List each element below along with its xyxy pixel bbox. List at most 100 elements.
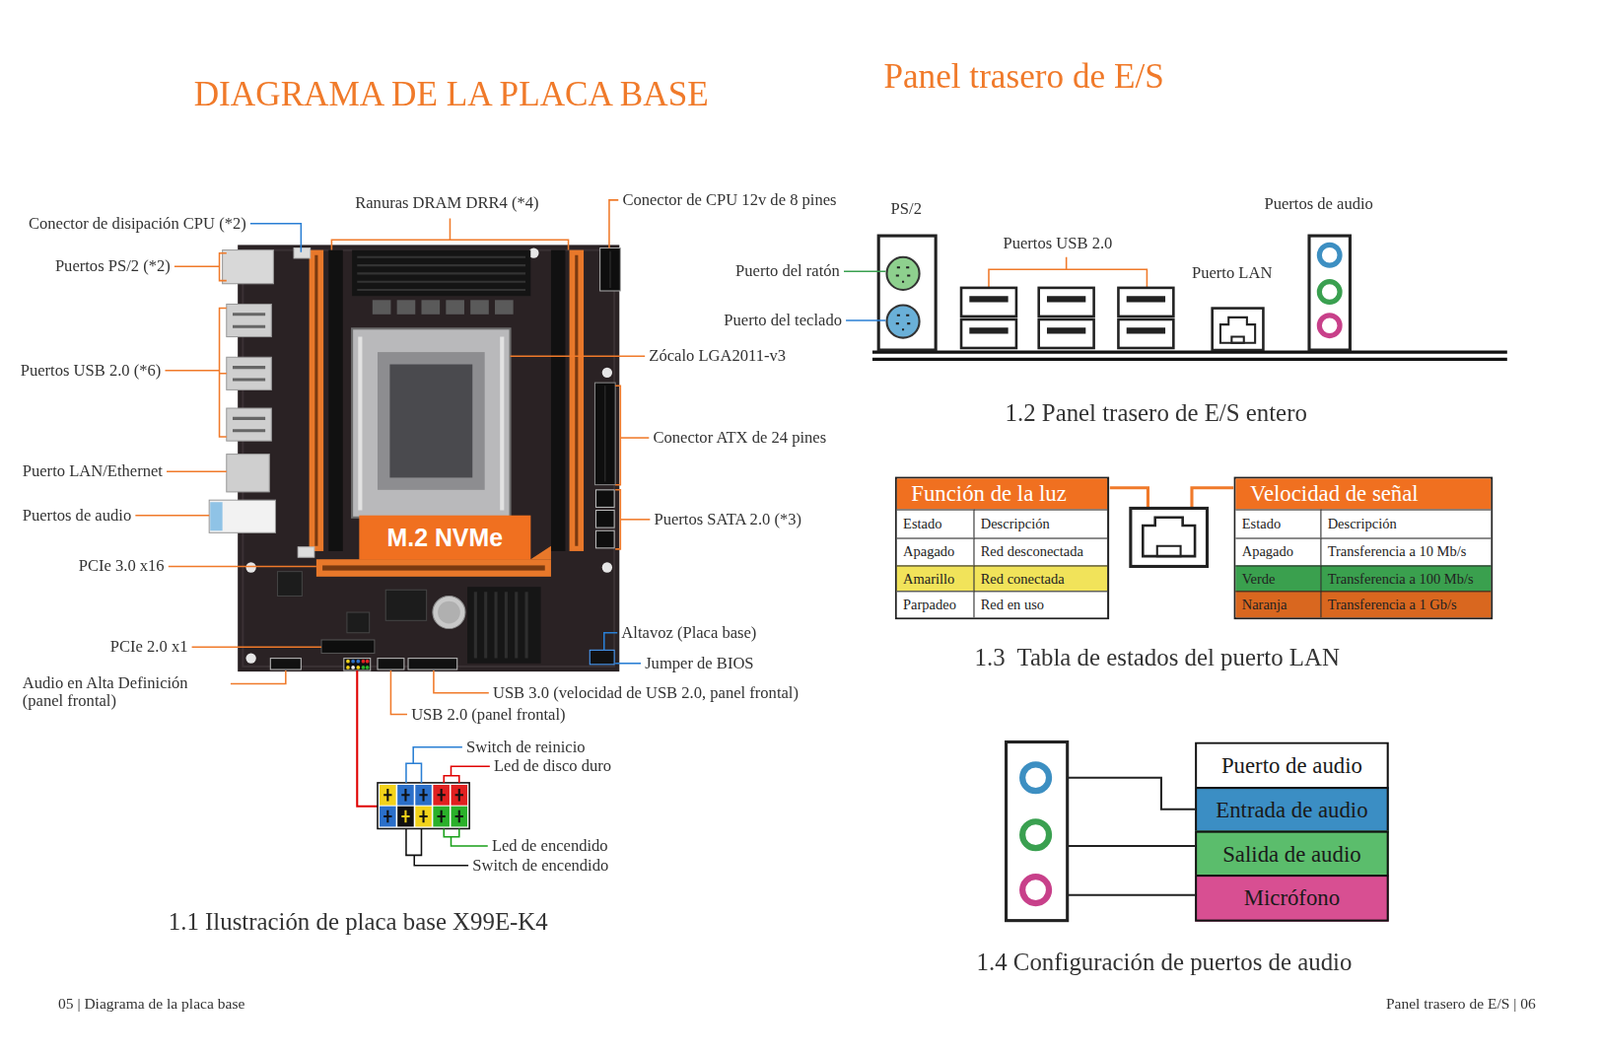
back-io-connector [226, 454, 270, 492]
chip [278, 571, 427, 633]
callout-label: Ranuras DRAM DRR4 (*4) [354, 193, 539, 212]
sata-port [595, 489, 615, 508]
leader-line [413, 747, 463, 765]
page-footer: 05 | Diagrama de la placa base [58, 995, 245, 1014]
mounting-hole [245, 248, 613, 664]
callout-label: Switch de encendido [472, 855, 609, 875]
front-panel-pins [361, 665, 366, 670]
motherboard-board [237, 244, 620, 672]
m2-slot-label: M.2 NVMe [358, 515, 531, 560]
callout-label: Jumper de BIOS [644, 653, 754, 673]
callout-label: Audio en Alta Definición (panel frontal) [22, 673, 227, 711]
pin-bracket [443, 775, 460, 783]
vrm-heatsink [351, 250, 531, 297]
bracket [331, 218, 568, 251]
chipset-heatsink [475, 591, 527, 658]
table-cell: Verde [1235, 564, 1321, 592]
chipset-heatsink [467, 586, 542, 664]
chip [385, 589, 426, 621]
io-panel-baseline [872, 351, 1508, 359]
cpu-socket [351, 328, 510, 517]
front-panel-wire [356, 670, 378, 807]
audio-jack [1319, 281, 1340, 303]
audio-band: Micrófono [1194, 874, 1390, 922]
leader-line [174, 265, 220, 268]
leader-line [390, 670, 408, 715]
back-io-connector [226, 356, 273, 390]
lan-icon [1142, 517, 1195, 557]
header [297, 547, 315, 557]
lan-icon [1130, 507, 1208, 566]
front-panel-pins [346, 659, 369, 670]
usb-port [969, 298, 1166, 331]
mounting-hole [602, 367, 613, 378]
front-panel-pins [350, 665, 355, 670]
table-cell: Apagado [897, 537, 974, 565]
node-text: Micrófono [1244, 884, 1340, 911]
table-cell: Parpadeo [897, 590, 974, 618]
pin-bracket [406, 763, 422, 783]
choke [397, 299, 417, 314]
callout-label: Puertos USB 2.0 [1002, 234, 1113, 254]
front-panel-zoom [401, 810, 410, 823]
choke [470, 299, 489, 314]
table-heading: Función de la luz [897, 478, 1108, 509]
page-heading: Panel trasero de E/S [883, 56, 1164, 96]
back-io-connector [226, 303, 273, 337]
callout-label: PCIe 2.0 x1 [110, 637, 189, 657]
vrm-heatsink [351, 250, 531, 297]
mounting-hole [245, 652, 256, 663]
callout-label: Conector ATX de 24 pines [652, 428, 827, 448]
table-cell: Transferencia a 1 Gb/s [1320, 590, 1491, 618]
pin-bracket [406, 828, 422, 855]
callout-label: Puerto del ratón [735, 262, 840, 281]
callout-label: Switch de reinicio [466, 737, 586, 757]
lan-port [1212, 308, 1264, 350]
motherboard-board [237, 244, 620, 672]
audio-config-jacks [1022, 764, 1049, 791]
node-text: Puerto de audio [1221, 752, 1363, 779]
front-panel-zoom [383, 788, 464, 823]
leader-line [620, 518, 650, 521]
page-heading: DIAGRAMA DE LA PLACA BASE [194, 73, 709, 114]
cpu-power-connector [600, 248, 622, 291]
back-io-connector [208, 250, 276, 534]
dimm-slot [328, 250, 343, 552]
table-cell: Naranja [1235, 590, 1321, 618]
audio-band: Entrada de audio [1194, 786, 1390, 834]
callout-label: Puertos de audio [22, 505, 132, 525]
choke [494, 299, 514, 314]
page-footer: Panel trasero de E/S | 06 [1386, 995, 1536, 1014]
cpu-socket [359, 337, 502, 511]
leader-line [451, 836, 488, 846]
atx-connector [594, 382, 616, 486]
callout-label: PCIe 3.0 x16 [78, 556, 165, 576]
choke [420, 299, 440, 314]
cpu-power-connector [609, 251, 611, 288]
callout-label: Puertos USB 2.0 (*6) [20, 360, 162, 380]
table-cell: Amarillo [897, 564, 974, 592]
bracket [219, 218, 1148, 550]
front-panel-pins [361, 659, 366, 664]
callout-label: Altavoz (Placa base) [621, 623, 757, 642]
header [408, 658, 458, 670]
callout-label: Puerto LAN/Ethernet [22, 462, 163, 482]
lan-icon [1157, 546, 1182, 557]
node-text: M.2 NVMe [387, 522, 503, 552]
back-io-connector [222, 250, 275, 284]
header [270, 248, 615, 672]
table-cell: Descripción [973, 509, 1108, 539]
figure-caption: 1.4 Configuración de puertos de audio [976, 948, 1353, 977]
callout-label: Led de encendido [491, 836, 609, 856]
pcie-x1-slot [321, 639, 375, 653]
table-cell: Transferencia a 100 Mb/s [1320, 564, 1491, 592]
bracket [219, 253, 227, 281]
callout-label: Puerto LAN [1191, 264, 1272, 283]
front-panel-wire [356, 670, 378, 807]
ps2-port [878, 235, 936, 350]
status-table: Velocidad de señalEstadoDescripciónApaga… [1233, 476, 1493, 620]
table-cell: Transferencia a 10 Mb/s [1320, 537, 1491, 565]
table-cell: Estado [1235, 509, 1321, 539]
audio-jack [1319, 244, 1340, 266]
front-panel-zoom [377, 782, 470, 830]
